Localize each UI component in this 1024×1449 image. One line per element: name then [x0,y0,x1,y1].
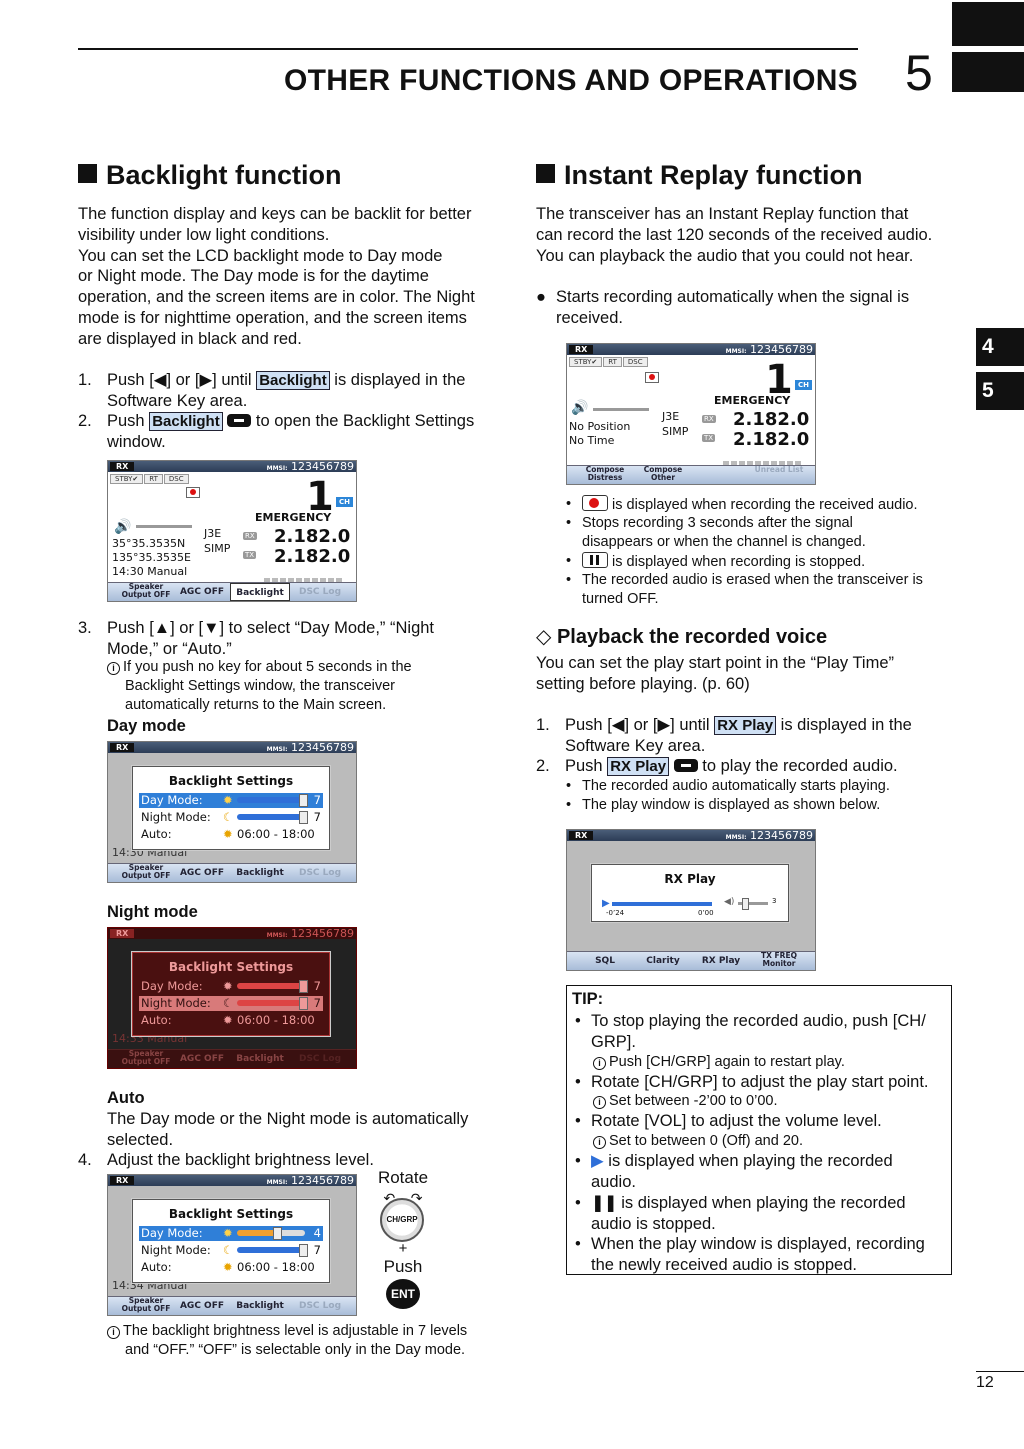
backlight-settings-dialog-night: Backlight Settings Day Mode:✹7 Night Mod… [132,952,330,1036]
replay-intro: The transceiver has an Instant Replay fu… [536,205,933,265]
push-label: Push [383,1257,423,1276]
play-icon: ▶ [602,898,610,909]
backlight-settings-dialog: Backlight Settings Day Mode:✹7 Night Mod… [132,766,330,850]
info-icon: i [107,1326,120,1339]
play-progress-bar [612,902,712,906]
replay-bullets: • is displayed when recording the receiv… [566,495,923,607]
side-tab-5[interactable]: 5 [976,372,1024,410]
enter-key-icon [673,759,698,772]
diamond-icon: ◇ [536,626,552,648]
backlight-softkey: Backlight [256,371,330,390]
playback-intro: You can set the play start point in the … [536,654,894,693]
page-title: OTHER FUNCTIONS AND OPERATIONS [283,64,858,97]
auto-row[interactable]: Auto:✹06:00 - 18:00 [141,1013,315,1027]
record-icon [186,487,200,498]
record-icon [645,372,659,383]
square-bullet-icon [78,164,97,183]
section-heading-backlight: Backlight function [78,160,342,191]
info-icon: i [107,662,120,675]
replay-main-bullet: ● Starts recording automatically when th… [536,288,910,327]
plus-sign: + [398,1240,408,1257]
enter-key-icon [227,414,252,427]
chapter-number: 5 [905,45,933,101]
night-mode-row[interactable]: Night Mode:☾7 [139,996,323,1011]
playback-step-2: 2. Push RX Play to play the recorded aud… [536,757,898,776]
record-icon [582,495,608,511]
screen-day-mode: RX MMSI: 123456789 14:30 Manual Speaker … [107,741,357,883]
tip-box: TIP: •To stop playing the recorded audio… [566,985,952,1275]
volume-bar [593,408,649,411]
chapter-tab-block [952,2,1024,46]
night-mode-row[interactable]: Night Mode:☾7 [141,810,321,824]
backlight-intro: The function display and keys can be bac… [78,205,475,348]
backlight-step-3: 3. Push [▲] or [▼] to select “Day Mode,”… [78,619,435,658]
volume-bar [136,525,192,528]
day-mode-row[interactable]: Day Mode:✹7 [141,979,321,993]
backlight-step-1: 1. Push [◀] or [▶] until Backlight is di… [78,371,466,410]
header-rule [78,48,858,50]
auto-label: Auto [107,1089,145,1107]
section-heading-instant-replay: Instant Replay function [536,160,863,191]
rx-play-softkey: RX Play [607,757,670,776]
playback-step-1: 1. Push [◀] or [▶] until RX Play is disp… [536,716,912,755]
square-bullet-icon [536,164,555,183]
tip-title: TIP: [572,990,604,1008]
play-icon: ▶ [591,1152,604,1171]
tip-list: •To stop playing the recorded audio, pus… [575,1012,929,1275]
day-mode-row[interactable]: Day Mode:✹7 [139,793,323,808]
screen-night-mode: RX MMSI: 123456789 14:33 Manual Speaker … [107,927,357,1069]
info-icon: i [593,1136,606,1150]
screen-brightness-adjust: RX MMSI: 123456789 14:34 Manual Speaker … [107,1174,357,1316]
ch-grp-knob-icon: CH/GRP [380,1198,424,1242]
rotate-label: Rotate [377,1168,429,1187]
pause-icon: ❚❚ [591,1193,618,1212]
auto-row[interactable]: Auto:✹06:00 - 18:00 [141,1260,315,1274]
auto-row[interactable]: Auto:✹06:00 - 18:00 [141,827,315,841]
speaker-icon: ◀) [724,897,735,907]
info-icon: i [593,1056,606,1070]
ent-key-icon: ENT [386,1279,420,1309]
rx-play-window: RX Play ▶ -0’24 0’00 ◀) 3 [591,864,789,922]
night-mode-label: Night mode [107,903,198,921]
chapter-tab-block [952,52,1024,92]
playback-step-2-bullets: •The recorded audio automatically starts… [566,778,890,813]
page-number: 12 [976,1374,994,1391]
rx-play-softkey: RX Play [714,716,777,735]
side-tab-4[interactable]: 4 [976,328,1024,366]
backlight-step-4: 4. Adjust the backlight brightness level… [78,1151,374,1169]
night-mode-row[interactable]: Night Mode:☾7 [141,1243,321,1257]
day-mode-row[interactable]: Day Mode:✹4 [139,1226,323,1241]
backlight-softkey: Backlight [149,412,223,431]
playback-heading: ◇ Playback the recorded voice [536,626,828,648]
pause-icon [582,552,608,568]
speaker-icon: 🔊 [114,519,132,535]
auto-text: The Day mode or the Night mode is automa… [107,1110,469,1149]
backlight-step-2: 2. Push Backlight to open the Backlight … [78,412,475,451]
backlight-settings-dialog: Backlight Settings Day Mode:✹4 Night Mod… [132,1199,330,1283]
volume-slider[interactable] [738,902,768,905]
speaker-icon: 🔊 [571,400,589,416]
bullet-dot-icon: ● [536,288,546,306]
info-icon: i [593,1096,606,1110]
screen-rx-play: RX MMSI: 123456789 SQL Clarity RX Play T… [566,829,816,971]
page-number-rule [976,1371,1024,1372]
day-mode-label: Day mode [107,717,186,735]
